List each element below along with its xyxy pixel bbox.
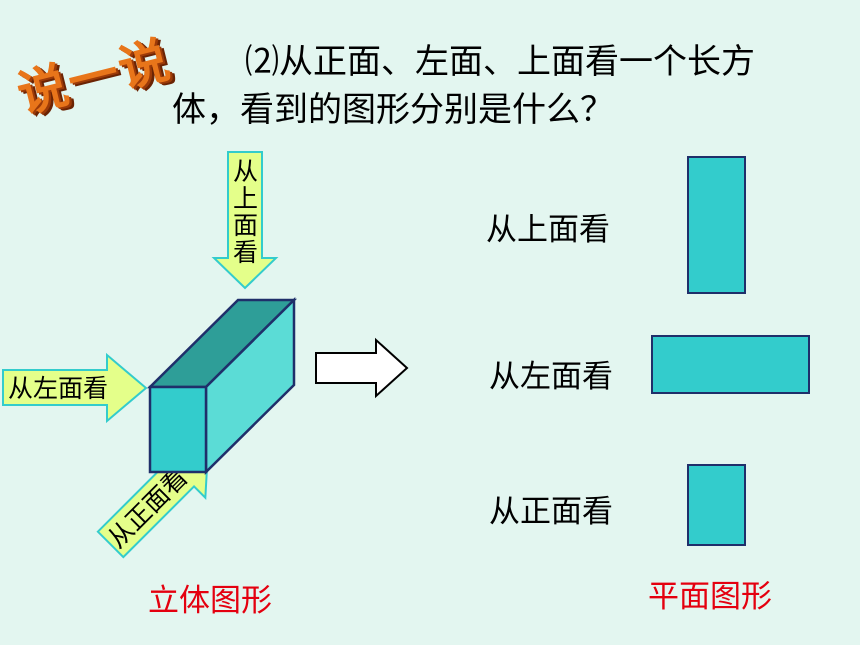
left-view-label: 从左面看 bbox=[489, 359, 613, 395]
top-view-label: 从上面看 bbox=[486, 212, 610, 248]
top-arrow-char-1: 从 bbox=[233, 157, 258, 186]
front-view-rectangle bbox=[687, 464, 746, 546]
top-view-arrow bbox=[211, 151, 279, 290]
top-view-rectangle bbox=[687, 156, 746, 294]
left-arrow-label: 从左面看 bbox=[8, 374, 108, 403]
question-line-2: 体，看到的图形分别是什么？ bbox=[172, 90, 614, 130]
cuboid-front-face bbox=[148, 385, 208, 474]
plane-figure-caption: 平面图形 bbox=[648, 579, 772, 615]
left-view-arrow bbox=[2, 352, 148, 424]
question-line-1: ⑵从正面、左面、上面看一个长方 bbox=[245, 42, 755, 82]
top-arrow-char-3: 面 bbox=[233, 211, 258, 240]
left-view-rectangle bbox=[651, 335, 810, 394]
transform-arrow bbox=[315, 337, 409, 399]
top-arrow-char-2: 上 bbox=[233, 184, 258, 213]
front-arrow-label: 从正面看 bbox=[102, 462, 193, 553]
front-view-label: 从正面看 bbox=[489, 494, 613, 530]
top-arrow-char-4: 看 bbox=[233, 238, 258, 267]
solid-figure-caption: 立体图形 bbox=[148, 583, 272, 619]
